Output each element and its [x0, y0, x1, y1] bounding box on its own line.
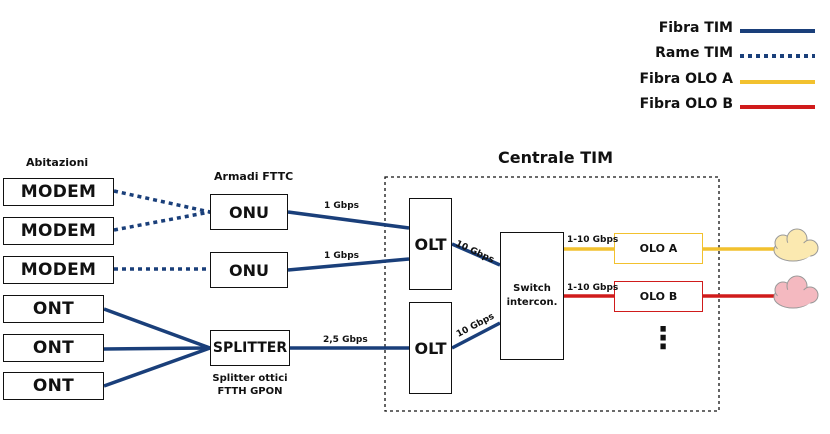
rame-modem2-onu1 [113, 210, 211, 232]
speed-label-onu1-olt: 1 Gbps [324, 201, 360, 211]
olt-box-1: OLT [409, 198, 452, 290]
splitter-caption: Splitter ottici FTTH GPON [210, 372, 290, 398]
legend-label-fibra-olo-b: Fibra OLO B [639, 96, 733, 112]
house-box-ont-3: ONT [3, 372, 104, 400]
onu-box-1: ONU [210, 194, 288, 230]
splitter-caption-line2: FTTH GPON [217, 386, 283, 397]
fibra-olt1-switch [451, 242, 501, 267]
cloud-icon-olo-b [773, 275, 819, 309]
splitter-caption-line1: Splitter ottici [212, 373, 288, 384]
speed-label-splitter-olt: 2,5 Gbps [323, 335, 368, 345]
speed-label-switch-oloa: 1-10 Gbps [567, 235, 619, 245]
speed-label-switch-olob: 1-10 Gbps [567, 283, 619, 293]
legend-label-fibra-olo-a: Fibra OLO A [639, 71, 733, 87]
speed-label-onu2-olt: 1 Gbps [324, 251, 360, 261]
fibra-onu2-olt1 [287, 257, 410, 272]
olt-box-2: OLT [409, 302, 452, 394]
fibra-onu1-olt1 [287, 210, 410, 230]
onu-box-2: ONU [210, 252, 288, 288]
legend-label-fibra-tim: Fibra TIM [658, 20, 733, 36]
armadi-fttc-label: Armadi FTTC [214, 170, 294, 183]
house-box-modem-3: MODEM [3, 256, 114, 284]
olo-b-box: OLO B [614, 281, 703, 312]
switch-label-line2: intercon. [506, 297, 558, 308]
abitazioni-label: Abitazioni [26, 156, 89, 169]
legend-label-rame-tim: Rame TIM [655, 45, 733, 61]
switch-interconnection-box: Switch intercon. [500, 232, 564, 360]
fibra-ont2-splitter [103, 346, 211, 351]
fibra-ont1-splitter [103, 307, 211, 350]
house-box-ont-2: ONT [3, 334, 104, 362]
house-box-modem-2: MODEM [3, 217, 114, 245]
cloud-icon-olo-a [773, 228, 819, 262]
fibra-ont3-splitter [103, 346, 211, 388]
more-olo-ellipsis: ⋮ [648, 321, 678, 356]
rame-modem1-onu1 [113, 189, 211, 214]
house-box-modem-1: MODEM [3, 178, 114, 206]
centrale-tim-title: Centrale TIM [498, 148, 614, 167]
house-box-ont-1: ONT [3, 295, 104, 323]
splitter-box: SPLITTER [210, 330, 290, 366]
centrale-tim-border [384, 176, 720, 412]
switch-label-line1: Switch [513, 283, 551, 294]
olo-a-box: OLO A [614, 233, 703, 264]
fibra-olt2-switch [451, 321, 501, 350]
